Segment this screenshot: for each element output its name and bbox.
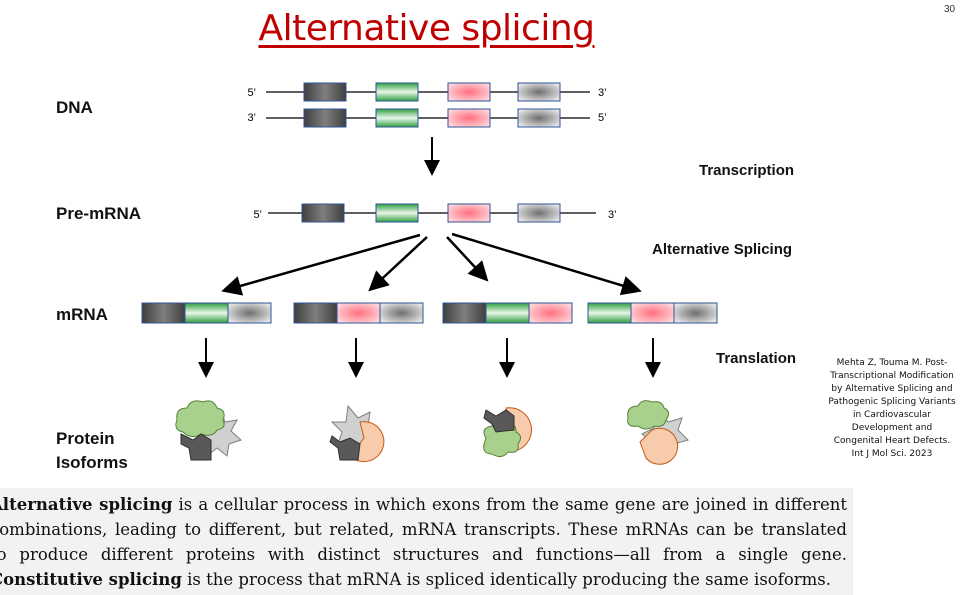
- citation-line: Transcriptional Modification: [830, 371, 954, 381]
- dark-square-shape: [329, 435, 361, 461]
- citation: Mehta Z, Touma M. Post- Transcriptional …: [822, 357, 962, 461]
- row-label-protein: Protein: [56, 429, 115, 448]
- citation-line: Pathogenic Splicing Variants: [828, 397, 956, 407]
- green-cloud-shape: [175, 400, 225, 438]
- splicing-arrow-4: [451, 232, 642, 296]
- mrna-isoform-2: [293, 302, 424, 324]
- page-number: 30: [944, 4, 956, 15]
- exon-pink: [630, 302, 675, 324]
- exon-pink: [447, 108, 491, 128]
- exon-green: [485, 302, 530, 324]
- exon-green: [375, 108, 419, 128]
- row-label-mrna: mRNA: [56, 305, 108, 324]
- step-label-alternative-splicing: Alternative Splicing: [652, 241, 793, 258]
- splicing-arrow-2: [368, 236, 428, 292]
- exon-gray: [227, 302, 272, 324]
- exon-pink: [528, 302, 573, 324]
- caption-line-4: Constitutive splicing is the process tha…: [0, 567, 847, 592]
- citation-line: Congenital Heart Defects.: [833, 436, 951, 446]
- exon-green: [184, 302, 229, 324]
- exon-gray: [517, 108, 561, 128]
- caption-term-constitutive-splicing: Constitutive splicing: [0, 570, 182, 589]
- pre-mrna-strand: 5’ 3’: [253, 203, 617, 223]
- exon-gray: [517, 203, 561, 223]
- caption-line-3: to produce different proteins with disti…: [0, 545, 847, 564]
- exon-pink: [447, 82, 491, 102]
- caption-text: is a cellular process in which exons fro…: [172, 495, 848, 514]
- exon-dark: [293, 302, 338, 324]
- caption-line-2: combinations, leading to different, but …: [0, 520, 847, 539]
- protein-isoform-4: [627, 400, 689, 465]
- caption-line-1: Alternative splicing is a cellular proce…: [0, 492, 847, 517]
- exon-green: [375, 203, 419, 223]
- exon-dark: [303, 108, 347, 128]
- citation-line: in Cardiovascular: [852, 410, 932, 420]
- mrna-isoform-1: [141, 302, 272, 324]
- dna-top-three-prime: 3’: [598, 87, 607, 99]
- page-title: Alternative splicing: [258, 8, 595, 49]
- exon-dark: [301, 203, 345, 223]
- green-cloud-shape: [627, 400, 670, 430]
- protein-isoform-2: [329, 404, 385, 463]
- dna-bottom-five-prime: 5’: [598, 112, 607, 124]
- citation-line: Int J Mol Sci. 2023: [851, 449, 933, 459]
- exon-pink: [447, 203, 491, 223]
- splicing-arrow-3: [446, 236, 489, 282]
- step-label-transcription: Transcription: [699, 162, 795, 179]
- dark-square-shape: [483, 409, 515, 433]
- exon-dark: [303, 82, 347, 102]
- pre-mrna-three-prime: 3’: [608, 209, 617, 221]
- caption-box: Alternative splicing is a cellular proce…: [0, 488, 853, 595]
- pre-mrna-five-prime: 5’: [253, 209, 262, 221]
- dna-top-five-prime: 5’: [247, 87, 256, 99]
- dna-strand-bottom: 3’ 5’: [247, 108, 607, 128]
- caption-term-alternative-splicing: Alternative splicing: [0, 495, 173, 514]
- splicing-arrow-1: [221, 233, 421, 296]
- exon-pink: [336, 302, 381, 324]
- row-label-isoforms: Isoforms: [56, 453, 128, 472]
- dark-square-shape: [180, 433, 212, 461]
- caption-text: is the process that mRNA is spliced iden…: [181, 570, 832, 589]
- translation-arrows: [198, 338, 661, 378]
- splicing-diagram: 5’ 3’ 3’ 5’ 5’ 3’: [141, 82, 718, 465]
- exon-green: [375, 82, 419, 102]
- row-label-dna: DNA: [56, 98, 93, 117]
- protein-isoform-3: [483, 407, 532, 458]
- dna-bottom-three-prime: 3’: [247, 112, 256, 124]
- exon-gray: [517, 82, 561, 102]
- mrna-isoform-4: [587, 302, 718, 324]
- protein-isoform-1: [175, 400, 242, 461]
- orange-pacman-shape: [639, 427, 679, 465]
- citation-line: Mehta Z, Touma M. Post-: [836, 358, 948, 368]
- row-label-pre-mrna: Pre-mRNA: [56, 204, 142, 223]
- mrna-isoform-3: [442, 302, 573, 324]
- splicing-arrows: [221, 232, 642, 296]
- row-label-protein-isoforms: Protein Isoforms: [56, 427, 128, 475]
- step-label-translation: Translation: [716, 350, 797, 367]
- exon-green: [587, 302, 632, 324]
- dna-strand-top: 5’ 3’: [247, 82, 607, 102]
- exon-dark: [442, 302, 487, 324]
- exon-gray: [673, 302, 718, 324]
- exon-dark: [141, 302, 186, 324]
- citation-line: Development and: [851, 423, 933, 433]
- exon-gray: [379, 302, 424, 324]
- citation-line: by Alternative Splicing and: [831, 384, 953, 394]
